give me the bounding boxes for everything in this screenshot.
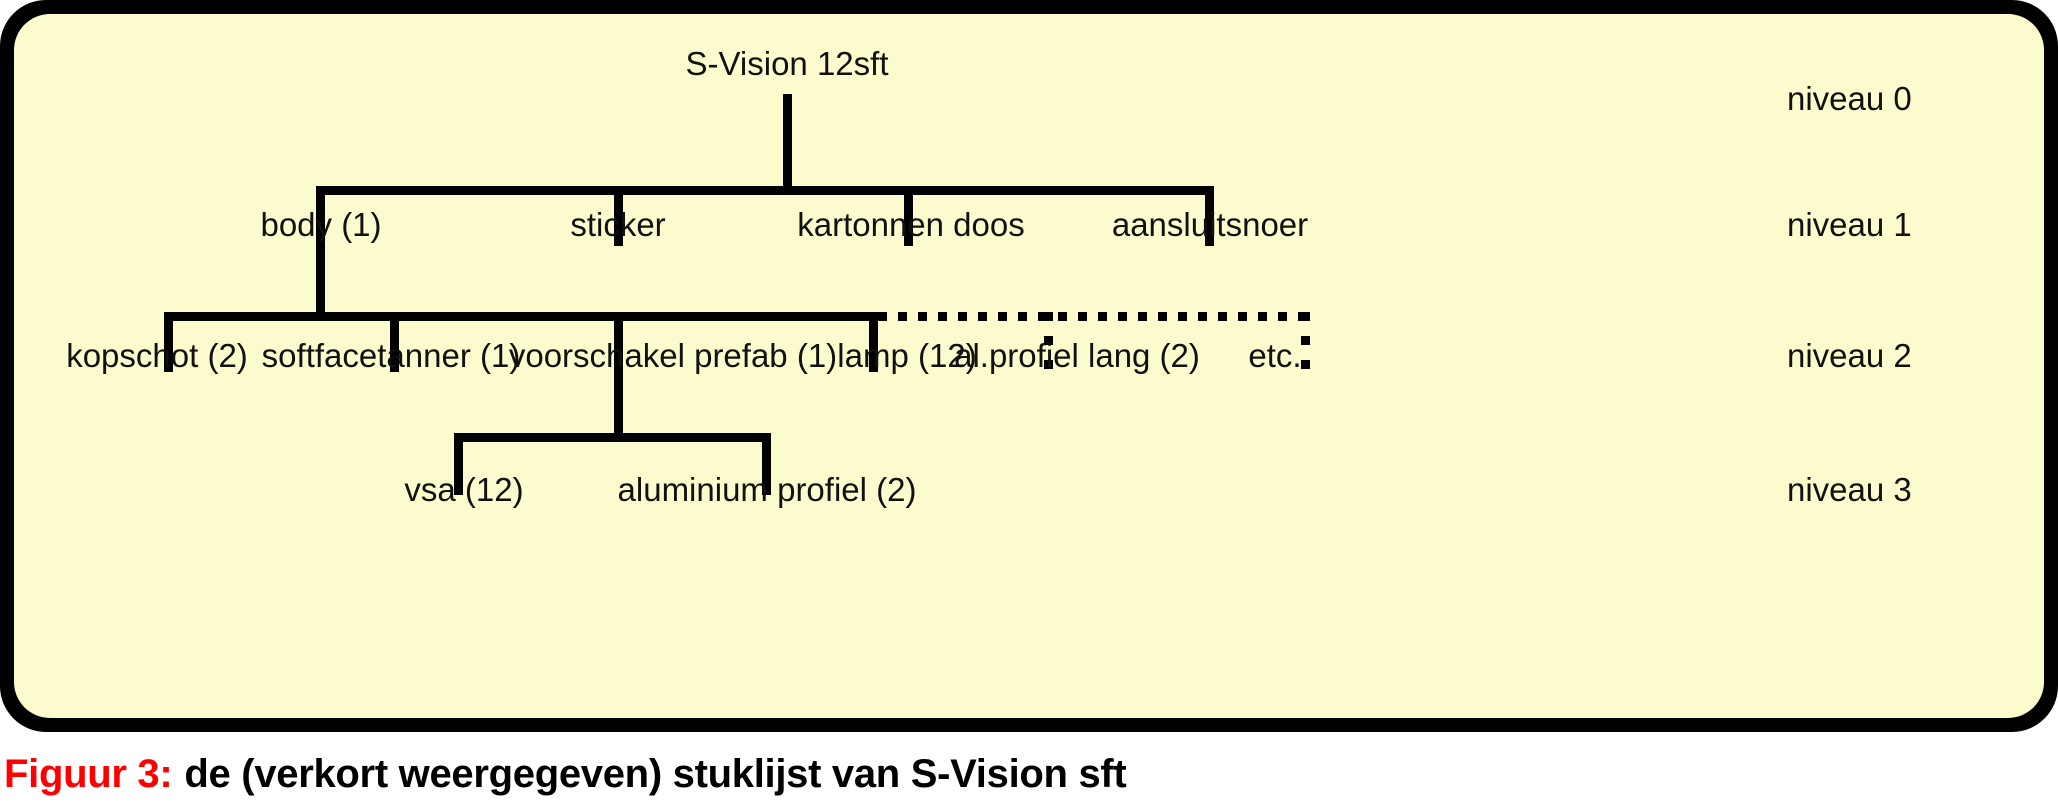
connector-drop-vsa — [454, 433, 463, 495]
connector-drop-lamp — [869, 312, 878, 372]
tree-node-sticker[interactable]: sticker — [570, 206, 666, 243]
tree-node-etc[interactable]: etc. — [1248, 337, 1302, 374]
tree-node-alprofiel-lang[interactable]: al.profiel lang (2) — [954, 337, 1200, 374]
connector-voorschakel-stem — [614, 369, 623, 437]
connector-drop-etc — [1301, 312, 1310, 372]
figure-frame: S-Vision 12sft body (1) sticker kartonne… — [0, 0, 2058, 732]
tree-node-root[interactable]: S-Vision 12sft — [685, 45, 889, 82]
caption-text: de (verkort weergegeven) stuklijst van S… — [184, 751, 1127, 796]
level-label-0: niveau 0 — [1787, 80, 1912, 117]
connector-body-stem — [316, 241, 325, 316]
tree-node-kopschot[interactable]: kopschot (2) — [66, 337, 248, 374]
connector-drop-kartonnen-doos — [904, 186, 913, 246]
connector-drop-kopschot — [164, 312, 173, 372]
connector-root-stem — [783, 94, 792, 190]
tree-node-lamp[interactable]: lamp (12) — [837, 337, 977, 374]
connector-drop-softfacetanner — [390, 312, 399, 372]
connector-drop-aansluitsnoer — [1205, 186, 1214, 246]
tree-node-softfacetanner[interactable]: softfacetanner (1) — [261, 337, 521, 374]
tree-node-body[interactable]: body (1) — [260, 206, 382, 243]
level-label-3: niveau 3 — [1787, 471, 1912, 508]
caption-label: Figuur 3: — [4, 751, 173, 796]
level-label-2: niveau 2 — [1787, 337, 1912, 374]
connector-drop-voorschakel-prefab — [614, 312, 623, 372]
level-label-1: niveau 1 — [1787, 206, 1912, 243]
connector-drop-aluminium-profiel — [762, 433, 771, 495]
figure-canvas: S-Vision 12sft body (1) sticker kartonne… — [14, 14, 2044, 718]
connector-level3-bus — [454, 433, 771, 442]
connector-level2-bus — [164, 312, 878, 321]
tree-node-aansluitsnoer[interactable]: aansluitsnoer — [1111, 206, 1309, 243]
connector-level1-bus — [316, 186, 1214, 195]
tree-node-kartonnen-doos[interactable]: kartonnen doos — [797, 206, 1025, 243]
connector-drop-sticker — [614, 186, 623, 246]
connector-level2-bus-dotted — [878, 312, 1310, 321]
connector-drop-alprofiel-lang — [1044, 312, 1053, 372]
tree-node-aluminium-profiel[interactable]: aluminium profiel (2) — [617, 471, 917, 508]
connector-drop-body — [316, 186, 325, 246]
tree-node-voorschakel-prefab[interactable]: voorschakel prefab (1) — [508, 337, 838, 374]
tree-node-vsa[interactable]: vsa (12) — [404, 471, 524, 508]
figure-caption: Figuur 3: de (verkort weergegeven) stukl… — [0, 744, 2058, 804]
